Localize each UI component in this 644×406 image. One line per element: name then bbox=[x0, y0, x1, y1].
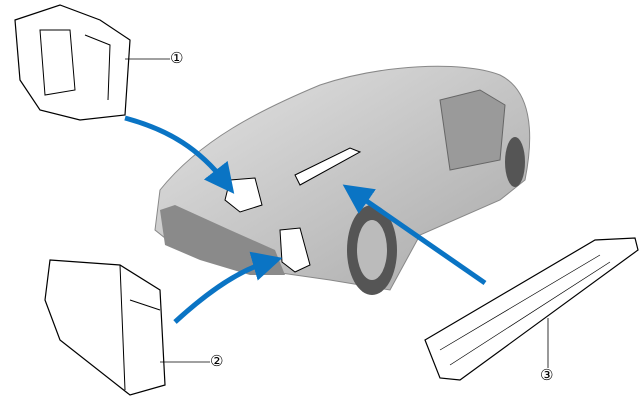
arrow-3 bbox=[342, 184, 487, 286]
arrow-1 bbox=[124, 115, 235, 194]
component-3 bbox=[424, 237, 639, 381]
arrows bbox=[124, 115, 487, 324]
component-1 bbox=[14, 4, 131, 121]
callout-1: ① bbox=[170, 49, 184, 67]
callout-2: ② bbox=[210, 352, 224, 370]
arrow-2 bbox=[173, 251, 283, 324]
callout-3: ③ bbox=[540, 366, 554, 384]
car bbox=[154, 65, 531, 295]
leader-lines bbox=[125, 58, 549, 368]
component-2 bbox=[44, 259, 166, 396]
